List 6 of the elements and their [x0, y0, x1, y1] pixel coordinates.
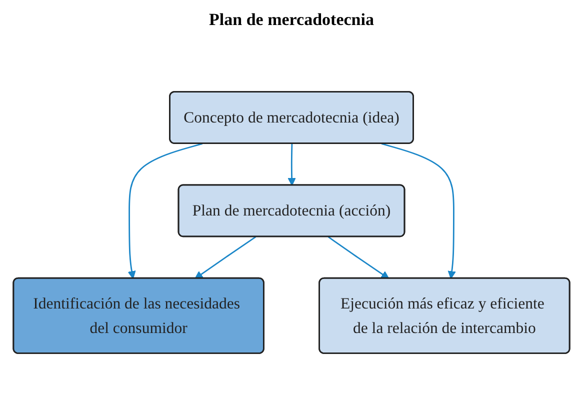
arrow — [288, 144, 296, 186]
arrow — [128, 143, 203, 279]
diagram-title: Plan de mercadotecnia — [209, 10, 374, 30]
arrow — [194, 236, 256, 279]
arrow — [328, 236, 390, 279]
arrow — [381, 143, 456, 279]
